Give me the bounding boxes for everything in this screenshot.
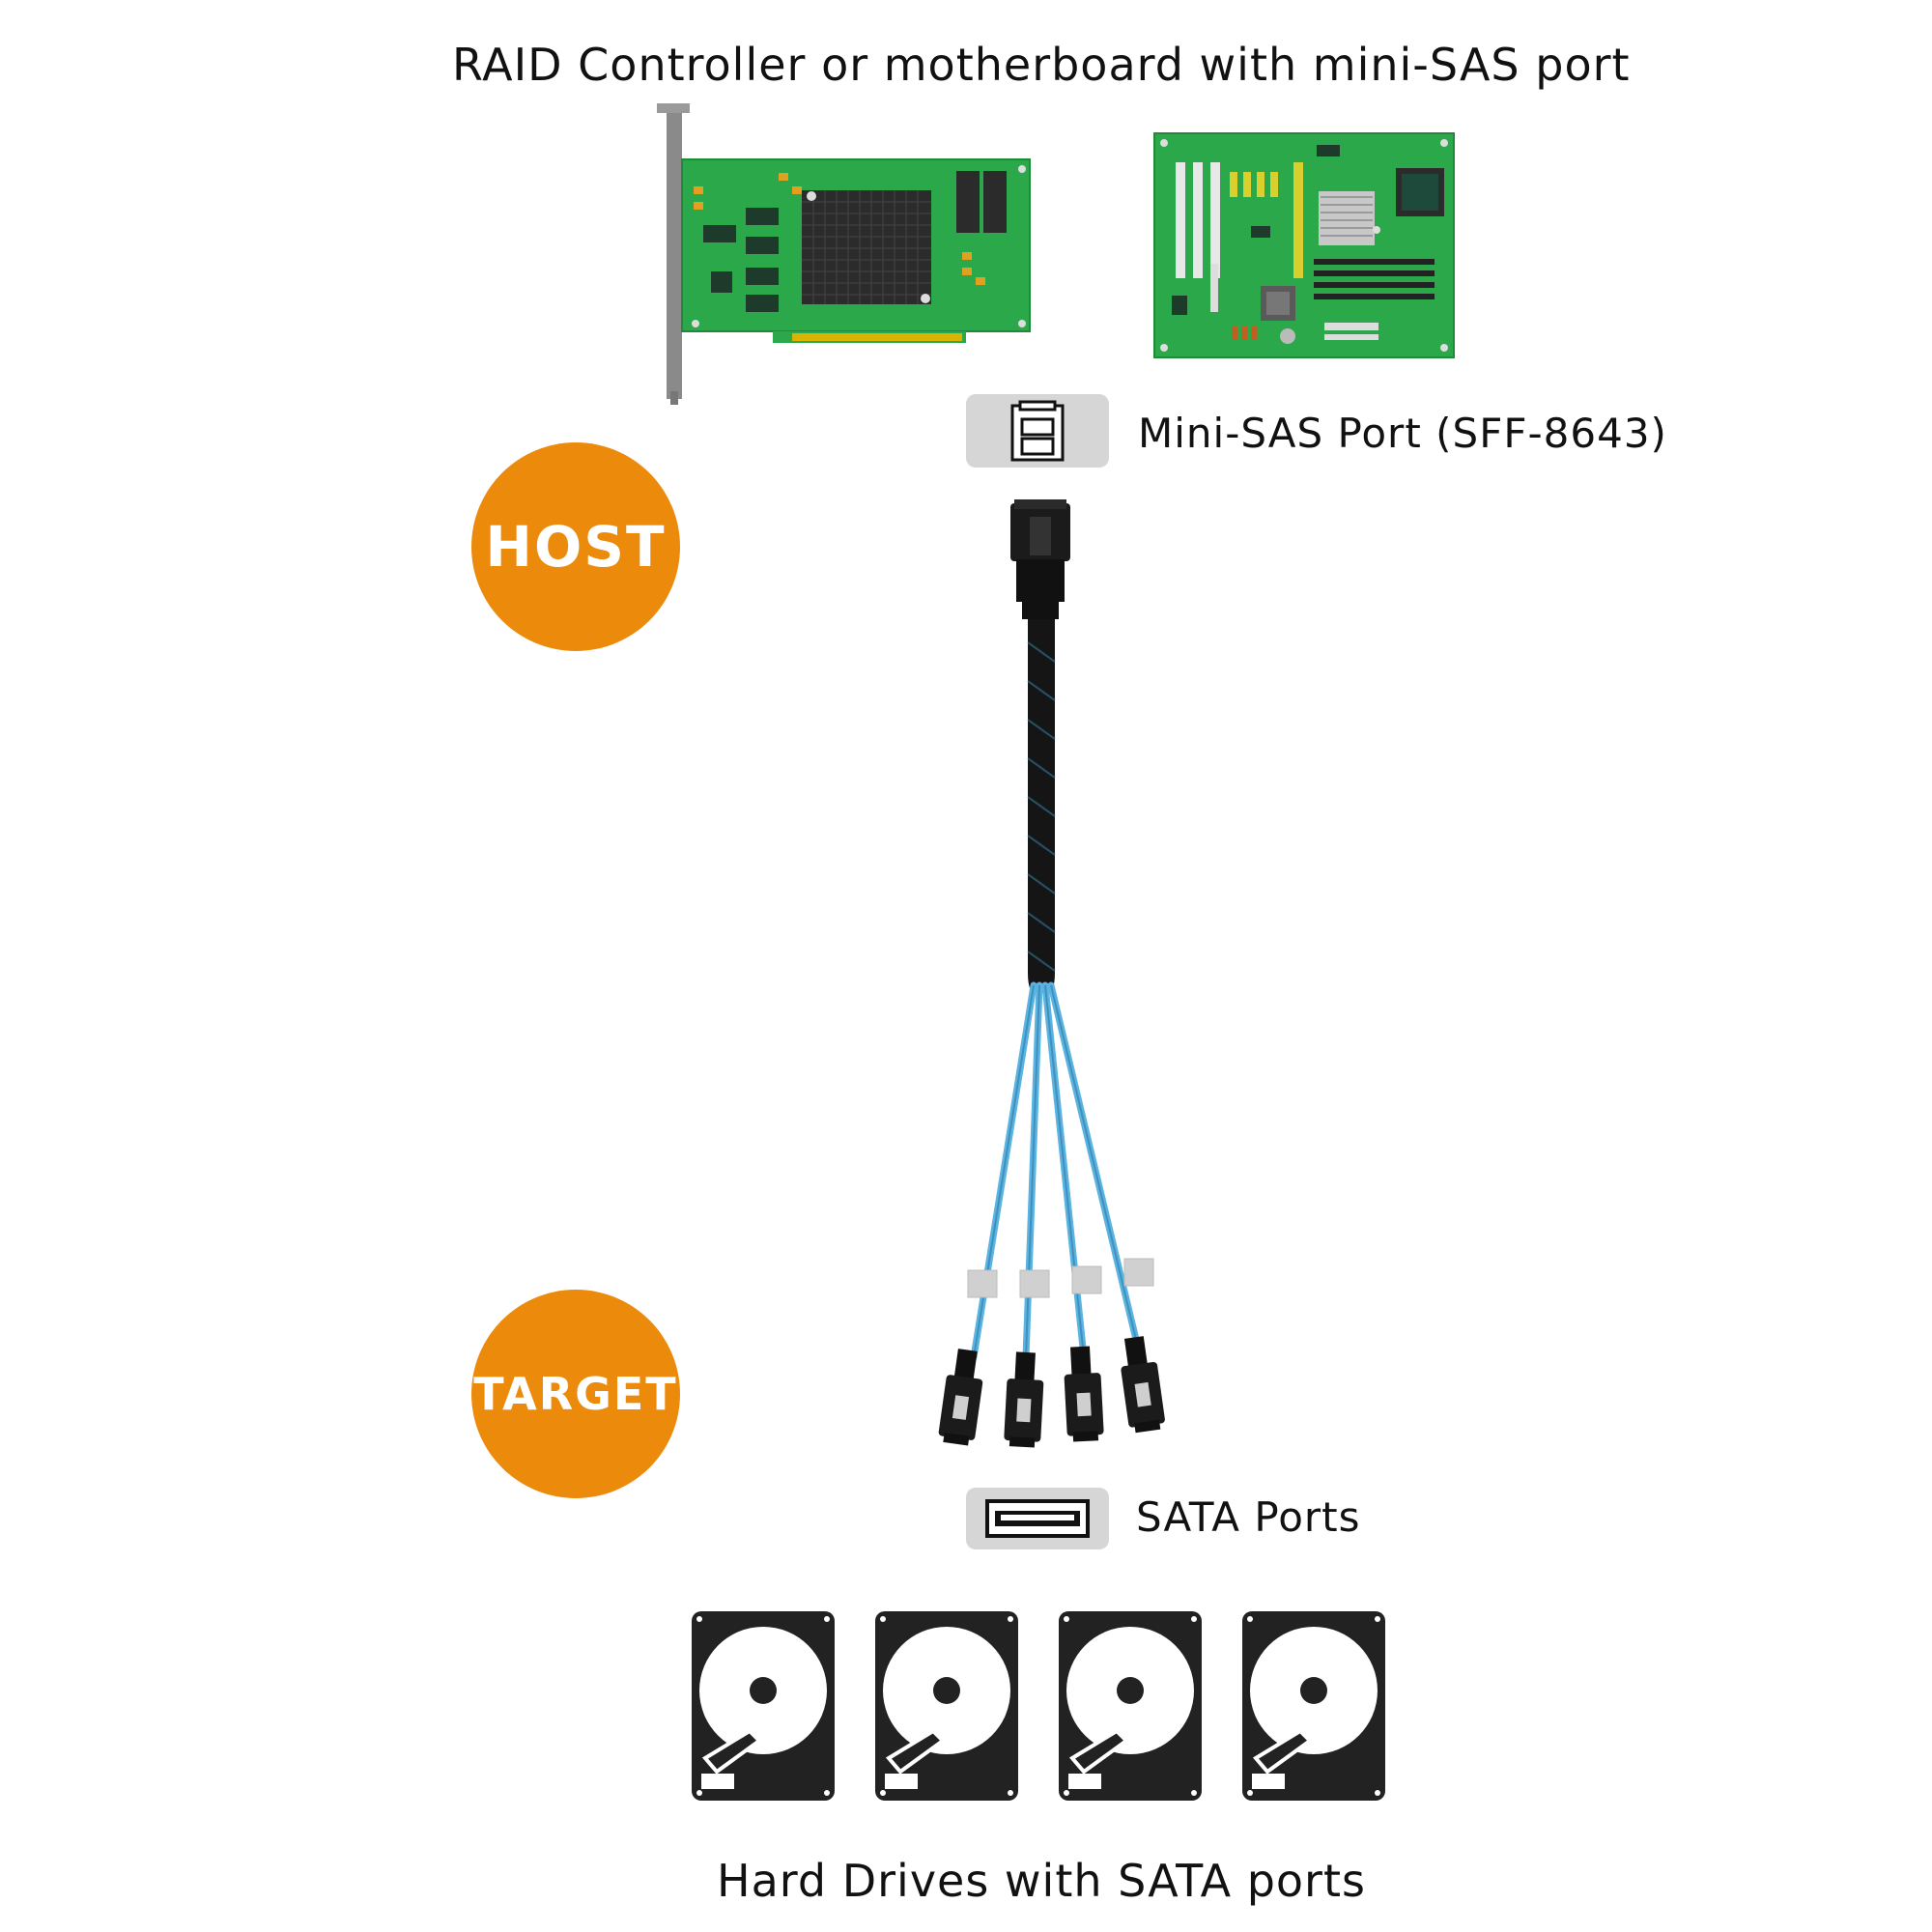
hard-drive-icon (692, 1611, 835, 1801)
sata-port-icon (985, 1499, 1090, 1538)
host-badge: HOST (471, 442, 680, 651)
hard-drive-icon (875, 1611, 1018, 1801)
motherboard-icon (1153, 132, 1455, 358)
raid-controller-card-icon (657, 103, 1031, 405)
host-badge-label: HOST (485, 514, 667, 580)
sata-port-box (966, 1488, 1109, 1549)
page-title: RAID Controller or motherboard with mini… (452, 39, 1631, 91)
target-badge: TARGET (471, 1290, 680, 1498)
hard-drive-icon (1242, 1611, 1385, 1801)
target-badge-label: TARGET (473, 1368, 678, 1420)
mini-sas-port-icon (1010, 400, 1065, 462)
footer-title: Hard Drives with SATA ports (717, 1855, 1366, 1907)
sata-port-label: SATA Ports (1136, 1493, 1361, 1541)
mini-sas-port-box (966, 394, 1109, 468)
mini-sas-port-label: Mini-SAS Port (SFF-8643) (1138, 410, 1667, 457)
hard-drive-icon (1059, 1611, 1202, 1801)
hard-drives-row (692, 1611, 1387, 1804)
mini-sas-to-sata-cable-icon (938, 499, 1165, 1448)
